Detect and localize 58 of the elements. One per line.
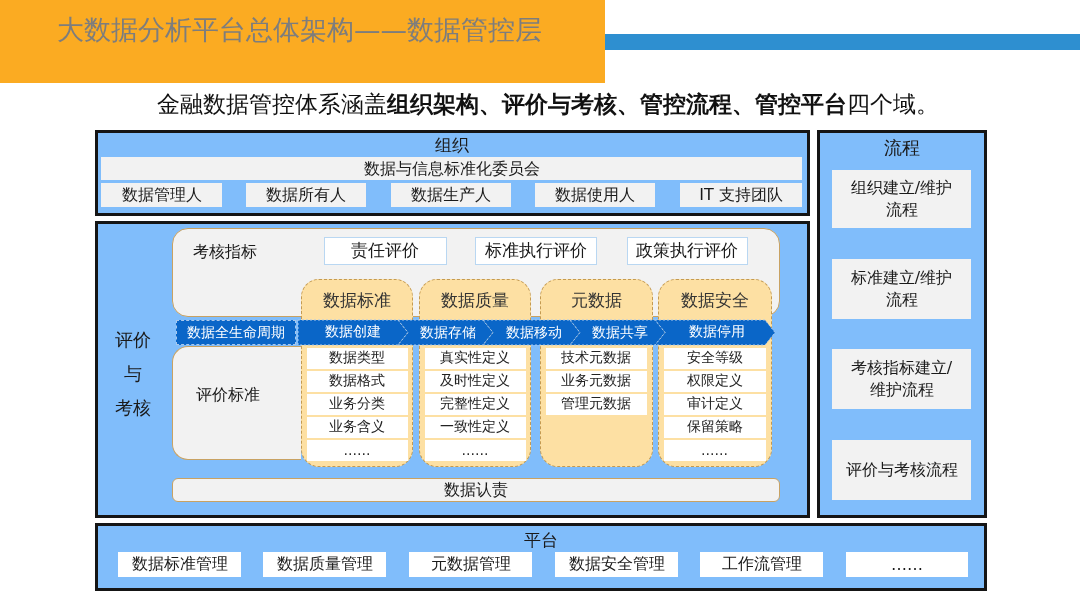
rounded-panel (172, 346, 301, 460)
label-tile: 数据生产人 (391, 183, 511, 207)
item-tile: 技术元数据 (545, 347, 647, 369)
label-tile: 数据安全管理 (555, 552, 678, 577)
column-heading: 数据安全 (680, 290, 749, 311)
item-tile: 安全等级 (663, 347, 766, 369)
item-tile: 业务含义 (306, 416, 408, 438)
column-heading: 数据质量 (440, 290, 509, 311)
rounded-bar: 数据认责 (172, 478, 780, 502)
panel-heading: 考核指标 (192, 241, 257, 262)
item-tile: …… (306, 439, 408, 461)
item-tile: 数据类型 (306, 347, 408, 369)
indicator-tile: 责任评价 (323, 236, 447, 265)
label-tile: 组织建立/维护流程 (832, 170, 971, 228)
label-tile: 数据管理人 (101, 183, 222, 207)
label-tile: 数据所有人 (246, 183, 366, 207)
item-tile: 真实性定义 (424, 347, 526, 369)
item-tile: 一致性定义 (424, 416, 526, 438)
label-tile: 标准建立/维护流程 (832, 259, 971, 319)
label-tile: 数据使用人 (535, 183, 655, 207)
panel-heading: 流程 (884, 137, 920, 159)
label-tile: IT 支持团队 (680, 183, 802, 207)
item-tile: 管理元数据 (545, 393, 647, 415)
label-tile: 评价与考核流程 (832, 440, 971, 500)
label-tile: 元数据管理 (409, 552, 532, 577)
item-tile: …… (663, 439, 766, 461)
chevron-step: 数据停用 (654, 319, 775, 345)
label-tile: …… (846, 552, 968, 577)
item-tile: 保留策略 (663, 416, 766, 438)
domain-panel (95, 523, 987, 591)
item-tile: 审计定义 (663, 393, 766, 415)
domain-panel (817, 130, 987, 518)
indicator-tile: 政策执行评价 (626, 236, 748, 265)
item-tile: …… (424, 439, 526, 461)
label-tile: 考核指标建立/维护流程 (832, 349, 971, 409)
label-tile: 数据标准管理 (118, 552, 241, 577)
item-tile: 业务元数据 (545, 370, 647, 392)
column-heading: 数据标准 (322, 290, 391, 311)
domain-panel (95, 130, 810, 216)
domain-panel (95, 221, 810, 518)
indicator-tile: 标准执行评价 (474, 236, 597, 265)
panel-heading: 组织 (435, 134, 469, 156)
panel-heading: 评价与考核 (115, 328, 151, 420)
label-tile: 数据与信息标准化委员会 (101, 157, 802, 180)
subtitle-text: 金融数据管控体系涵盖组织架构、评价与考核、管控流程、管控平台四个域。 (157, 90, 939, 118)
label-tile: 工作流管理 (700, 552, 823, 577)
item-tile: 完整性定义 (424, 393, 526, 415)
page-title: 大数据分析平台总体架构——数据管控层 (57, 14, 542, 46)
item-tile: 业务分类 (306, 393, 408, 415)
chevron-step: 数据创建 (297, 319, 408, 345)
panel-heading: 平台 (524, 529, 558, 551)
panel-heading: 评价标准 (195, 384, 260, 405)
item-tile: 数据格式 (306, 370, 408, 392)
item-tile: 权限定义 (663, 370, 766, 392)
lifecycle-label: 数据全生命周期 (176, 320, 296, 345)
item-tile: 及时性定义 (424, 370, 526, 392)
column-heading: 元数据 (570, 290, 622, 311)
label-tile: 数据质量管理 (263, 552, 386, 577)
